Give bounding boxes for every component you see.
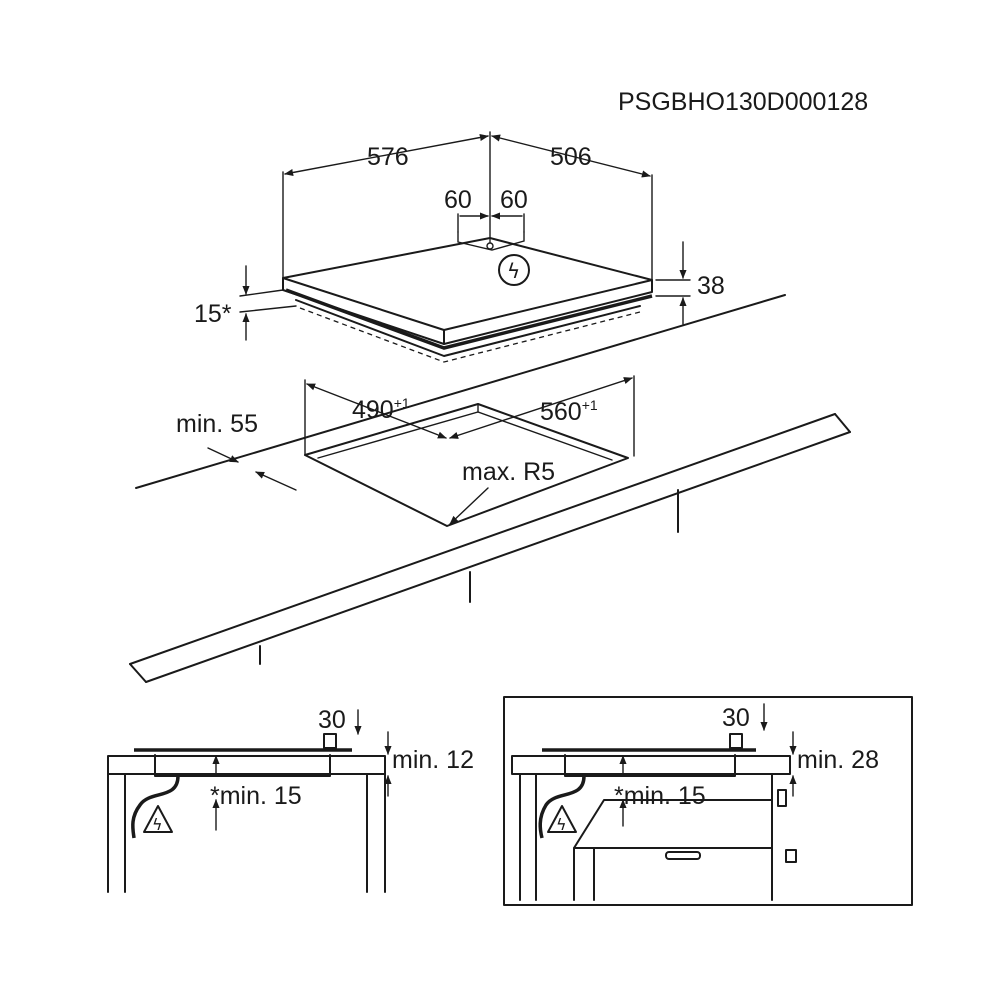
hob-body bbox=[295, 299, 641, 357]
right-hazard-icon: ϟ bbox=[547, 805, 577, 834]
dim-corner-radius: max. R5 bbox=[462, 458, 555, 486]
section-right: ϟ 30 min. 28 *min. 15 bbox=[503, 696, 913, 906]
right-worktop-section bbox=[511, 755, 791, 775]
hob-dimensions: 576 506 60 60 38 15* bbox=[194, 131, 725, 341]
left-hob-body bbox=[154, 754, 331, 777]
section-left: ϟ 30 min. 12 *min. 15 bbox=[107, 706, 474, 893]
cutout-dimensions: 490+1 560+1 min. 55 max. R5 bbox=[176, 375, 635, 525]
left-hazard-icon: ϟ bbox=[143, 805, 173, 834]
dim-hob-depth: 506 bbox=[550, 143, 592, 171]
worktop-front-top-edge bbox=[129, 413, 836, 665]
dim-clearance: 15* bbox=[194, 300, 232, 328]
worktop-back-edge bbox=[135, 294, 786, 489]
right-dim-top-gap: 30 bbox=[722, 704, 750, 732]
hob-glass-side bbox=[443, 279, 653, 345]
svg-text:ϟ: ϟ bbox=[152, 815, 163, 834]
dim-edge-distance: min. 55 bbox=[176, 410, 258, 438]
right-dim-thickness: min. 28 bbox=[797, 746, 879, 774]
right-hob-body bbox=[564, 754, 736, 777]
right-section-frame bbox=[503, 696, 913, 906]
connection-point bbox=[486, 242, 494, 250]
worktop bbox=[129, 294, 851, 683]
left-power-cable bbox=[131, 775, 180, 839]
right-dim-bottom-gap: *min. 15 bbox=[614, 782, 706, 810]
left-worktop-section bbox=[107, 755, 386, 775]
svg-text:ϟ: ϟ bbox=[556, 815, 567, 834]
oven-handle bbox=[665, 851, 701, 860]
electrical-hazard-icon: ϟ bbox=[498, 254, 530, 286]
hob-underside-outline bbox=[299, 307, 641, 363]
hob-glass-front bbox=[282, 277, 445, 345]
dim-560-line bbox=[449, 377, 633, 439]
hob: ϟ bbox=[282, 231, 653, 363]
left-dim-thickness: min. 12 bbox=[392, 746, 474, 774]
left-dim-top-gap: 30 bbox=[318, 706, 346, 734]
dim-490-line bbox=[306, 383, 447, 439]
dim-offset-left: 60 bbox=[444, 186, 472, 214]
dim-cutout-depth: 560+1 bbox=[540, 397, 598, 426]
left-dim-bottom-gap: *min. 15 bbox=[210, 782, 302, 810]
hob-frame-edge bbox=[285, 288, 653, 350]
dim-cutout-width: 490+1 bbox=[352, 395, 410, 424]
oven-body bbox=[573, 799, 773, 901]
dim-hob-height: 38 bbox=[697, 272, 725, 300]
dim-576-line bbox=[284, 133, 489, 177]
dim-hob-width: 576 bbox=[367, 143, 409, 171]
dim-506-line bbox=[491, 134, 651, 178]
svg-text:ϟ: ϟ bbox=[507, 259, 520, 283]
right-power-cable bbox=[538, 775, 586, 839]
dim-offset-right: 60 bbox=[500, 186, 528, 214]
drawing-code: PSGBHO130D000128 bbox=[618, 88, 868, 116]
connection-box bbox=[457, 231, 525, 251]
worktop-front-bottom-edge bbox=[145, 431, 851, 683]
